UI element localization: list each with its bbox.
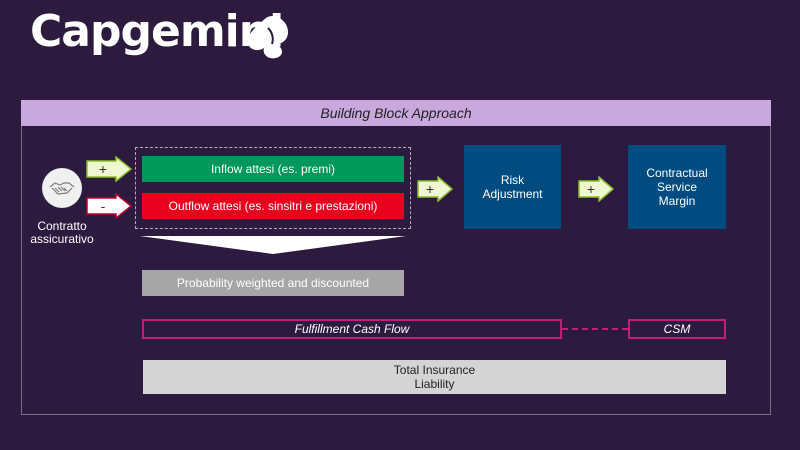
capgemini-logo-text: Capgemini [30, 6, 284, 57]
risk-adjustment-box: Risk Adjustment [464, 145, 561, 229]
total-line2: Liability [414, 377, 455, 391]
plus-arrow-csm-icon: + [578, 176, 614, 202]
plus-sign-risk: + [426, 181, 434, 197]
inflow-bar: Inflow attesi (es. premi) [142, 156, 404, 182]
plus-sign-csm: + [587, 181, 595, 197]
total-line1: Total Insurance [393, 363, 476, 377]
handshake-icon [49, 182, 75, 195]
outflow-bar: Outflow attesi (es. sinsitri e prestazio… [142, 193, 404, 219]
contract-circle [42, 168, 82, 208]
funnel-arrow-icon [140, 236, 406, 254]
plus-sign-inflow: + [99, 161, 107, 177]
risk-line2: Adjustment [482, 187, 543, 201]
plus-arrow-risk-icon: + [417, 176, 453, 202]
dashed-connector [562, 328, 628, 330]
contract-label: Contratto assicurativo [18, 220, 106, 246]
minus-sign-outflow: - [101, 198, 106, 214]
plus-arrow-icon: + [86, 156, 132, 182]
contract-label-line2: assicurativo [30, 232, 94, 246]
minus-arrow-icon: - [86, 193, 132, 219]
contract-label-line1: Contratto [37, 219, 87, 233]
diagram-title: Building Block Approach [21, 100, 771, 126]
total-insurance-liability-bar: Total Insurance Liability [143, 360, 726, 394]
contractual-service-margin-box: Contractual Service Margin [628, 145, 726, 229]
fulfillment-cash-flow-bar: Fulfillment Cash Flow [142, 319, 562, 339]
risk-line1: Risk [500, 173, 525, 187]
cashflow-group [135, 147, 411, 229]
csm-bar: CSM [628, 319, 726, 339]
capgemini-spade-icon [247, 15, 288, 59]
csm-line3: Margin [658, 194, 696, 208]
csm-line2: Service [656, 180, 697, 194]
csm-line1: Contractual [646, 166, 708, 180]
probability-bar: Probability weighted and discounted [142, 270, 404, 296]
